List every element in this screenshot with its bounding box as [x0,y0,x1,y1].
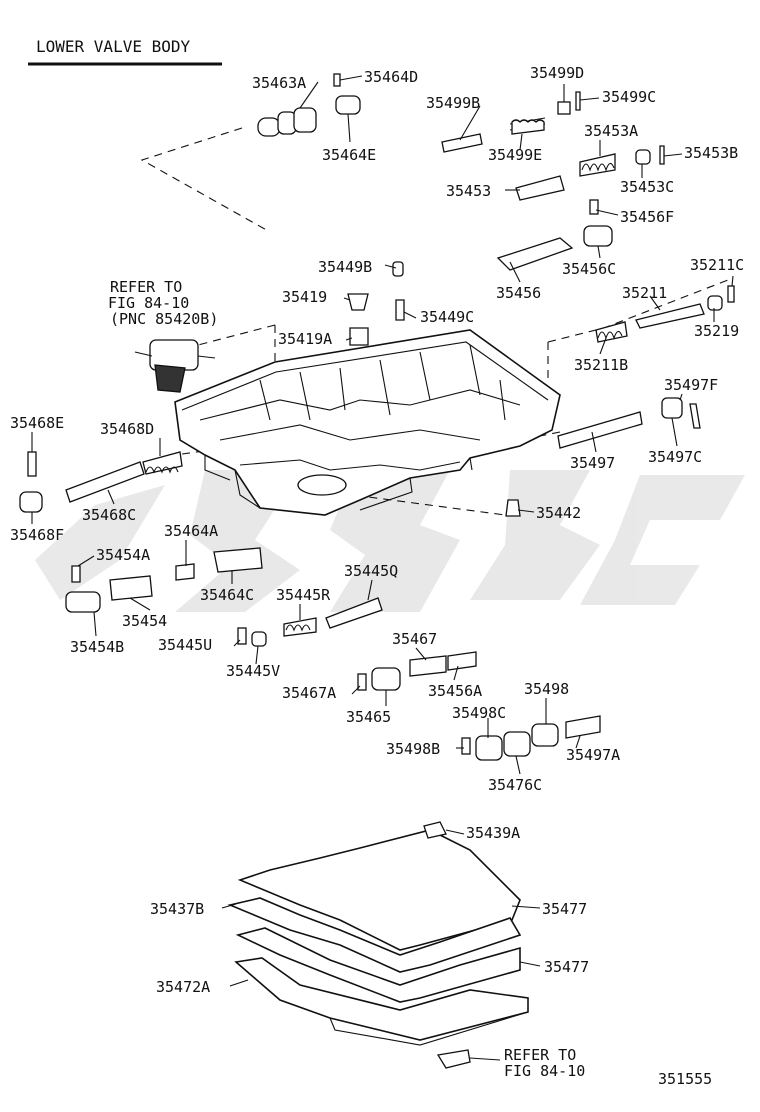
solenoid-assembly [134,339,216,393]
label-35472A: 35472A [156,978,210,996]
label-35454A: 35454A [96,546,150,564]
label-35464D: 35464D [364,68,418,86]
label-35439A: 35439A [466,824,520,842]
label-35445V: 35445V [226,662,280,680]
label-35464A: 35464A [164,522,218,540]
label-35453C: 35453C [620,178,674,196]
label-35498C: 35498C [452,704,506,722]
refer-note-bottom: REFER TO FIG 84-10 [504,1046,585,1080]
label-35211C: 35211C [690,256,744,274]
leader-lines [31,75,734,1061]
label-35476C: 35476C [488,776,542,794]
label-35477-upper: 35477 [542,900,587,918]
label-35449B: 35449B [318,258,372,276]
label-35211: 35211 [622,284,667,302]
label-35445R: 35445R [276,586,331,604]
label-35453: 35453 [446,182,491,200]
label-35463A: 35463A [252,74,306,92]
label-35419: 35419 [282,288,327,306]
part-labels: 35463A 35464D 35464E 35499D 35499B 35499… [10,64,744,996]
label-35497C: 35497C [648,448,702,466]
label-35497: 35497 [570,454,615,472]
svg-text:REFER TO: REFER TO [504,1046,576,1064]
valve-parts [19,73,735,761]
label-35453A: 35453A [584,122,638,140]
label-35456F: 35456F [620,208,674,226]
label-35468D: 35468D [100,420,154,438]
label-35454B: 35454B [70,638,124,656]
label-35456C: 35456C [562,260,616,278]
label-35499B: 35499B [426,94,480,112]
label-35454: 35454 [122,612,167,630]
label-35464E: 35464E [322,146,376,164]
lower-valve-body [174,329,561,516]
label-35456: 35456 [496,284,541,302]
label-35498: 35498 [524,680,569,698]
svg-text:FIG 84-10: FIG 84-10 [504,1062,585,1080]
label-35445U: 35445U [158,636,212,654]
label-35498B: 35498B [386,740,440,758]
separator-plates [227,821,529,1069]
label-35464C: 35464C [200,586,254,604]
label-35449C: 35449C [420,308,474,326]
label-35467: 35467 [392,630,437,648]
watermark-logo [35,470,745,612]
label-35445Q: 35445Q [344,562,398,580]
label-35219: 35219 [694,322,739,340]
label-35453B: 35453B [684,144,738,162]
svg-text:FIG 84-10: FIG 84-10 [108,294,189,312]
label-35499D: 35499D [530,64,584,82]
label-35468C: 35468C [82,506,136,524]
label-35497A: 35497A [566,746,620,764]
svg-text:(PNC 85420B): (PNC 85420B) [110,310,218,328]
label-35442: 35442 [536,504,581,522]
label-35456A: 35456A [428,682,482,700]
label-35468F: 35468F [10,526,64,544]
label-35419A: 35419A [278,330,332,348]
label-35499E: 35499E [488,146,542,164]
label-35211B: 35211B [574,356,628,374]
label-35468E: 35468E [10,414,64,432]
svg-text:REFER TO: REFER TO [110,278,182,296]
figure-number: 351555 [658,1070,712,1088]
label-35467A: 35467A [282,684,336,702]
label-35477-lower: 35477 [544,958,589,976]
diagram-title: LOWER VALVE BODY [36,37,190,56]
refer-note-solenoid: REFER TO FIG 84-10 (PNC 85420B) [108,278,218,328]
label-35437B: 35437B [150,900,204,918]
label-35497F: 35497F [664,376,718,394]
label-35465: 35465 [346,708,391,726]
label-35499C: 35499C [602,88,656,106]
